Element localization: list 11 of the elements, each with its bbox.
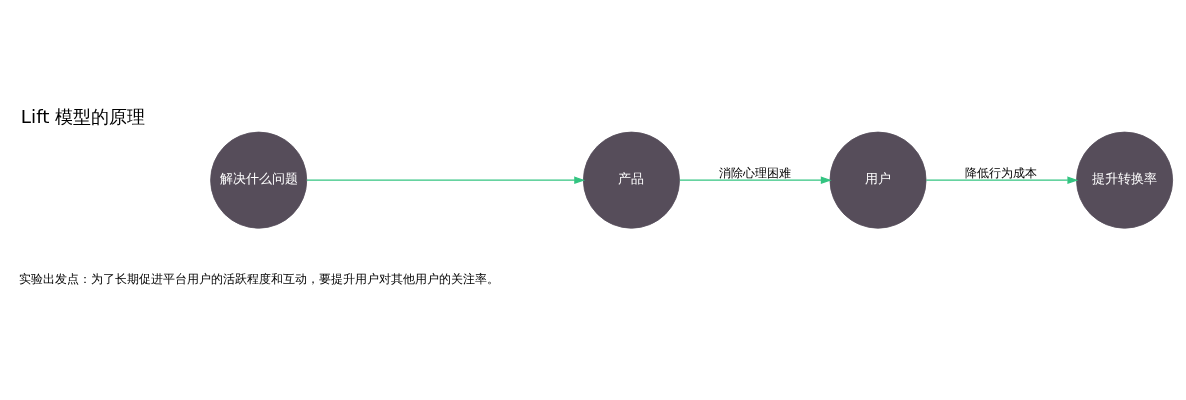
label: 实验出发点：为了长期促进平台用户的活跃程度和互动，要提升用户对其他用户的关注率。 <box>18 271 499 286</box>
node-circle: 用户 <box>829 131 927 229</box>
diagram-title: Lift 模型的原理 <box>20 106 146 128</box>
arrow <box>925 176 1079 184</box>
node-circle: 产品 <box>582 131 680 229</box>
node-circle: 解决什么问题 <box>210 131 308 229</box>
arrow <box>306 176 586 184</box>
edge-label: 降低行为成本 <box>965 165 1038 180</box>
node-circle: 提升转换率 <box>1076 131 1174 229</box>
arrow <box>679 176 832 184</box>
edge-label: 消除心理困难 <box>718 165 791 180</box>
